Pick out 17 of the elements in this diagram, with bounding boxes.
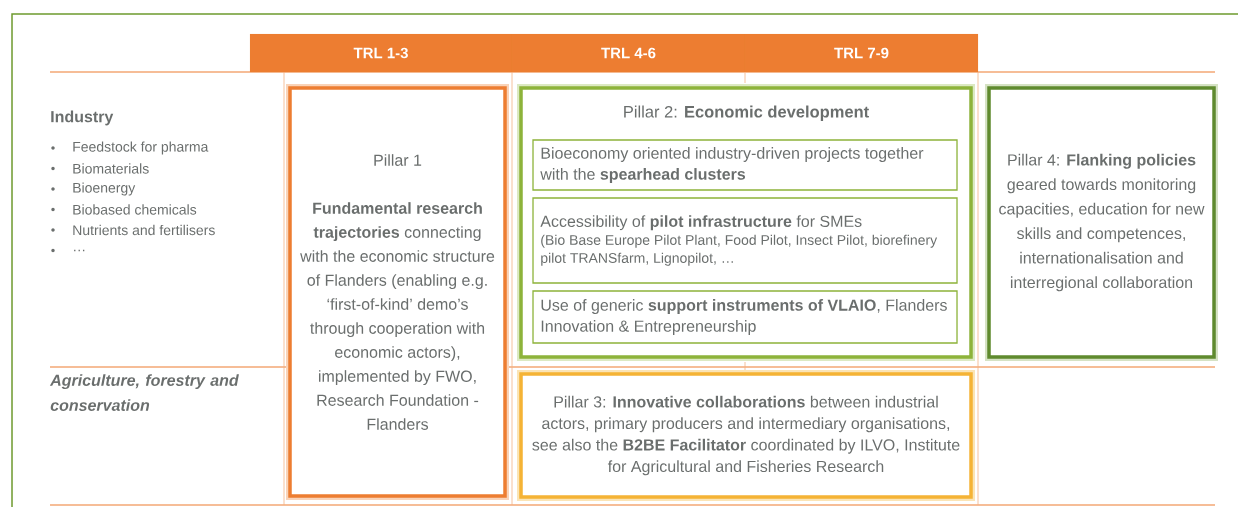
project-box: Use of generic support instruments of VLAIO, Flanders Innovation & Entrepreneurship — [532, 290, 958, 344]
project-box: Bioeconomy oriented industry-driven projects together with the spearhead clusters — [532, 139, 958, 191]
pillar-box: Pillar 4: Flanking policies geared towards monitoring capacities, education for new skills and competences, internationalisation and interregional collaboration — [985, 84, 1218, 361]
list-item: Biobased chemicals — [51, 204, 197, 215]
list-item: Biomaterials — [51, 163, 149, 174]
list-item: … — [51, 248, 85, 253]
project-box: Accessibility of pilot infrastructure for SMEs (Bio Base Europe Pilot Plant, Food Pilot, Insect Pilot, biorefinery pilot TRANSfarm, Lignopilot, … — [532, 197, 958, 284]
column-header: TRL 4-6 — [511, 33, 746, 73]
list-item: Bioenergy — [51, 182, 136, 196]
column-header: TRL 7-9 — [744, 33, 979, 73]
pillar-box: Pillar 1 Fundamental research trajectories connecting with the economic structure of Flanders (enabling e.g. ‘first-of-kind’ demo’s through cooperation with economic actors), implemented by FWO, Research Foundation - Flanders — [286, 84, 509, 500]
list-item: Feedstock for pharma — [51, 141, 209, 155]
row-heading: Industry — [51, 110, 114, 126]
pillar-box: Pillar 3: Innovative collaborations between industrial actors, primary producers and intermediary organisations, see also the B2BE Facilitator coordinated by ILVO, Institute for Agricultural and Fisheries Research — [517, 370, 975, 501]
column-header: TRL 1-3 — [249, 33, 513, 73]
list-item: Nutrients and fertilisers — [51, 224, 215, 236]
row-heading: Agriculture, forestry and conservation — [49, 374, 239, 411]
